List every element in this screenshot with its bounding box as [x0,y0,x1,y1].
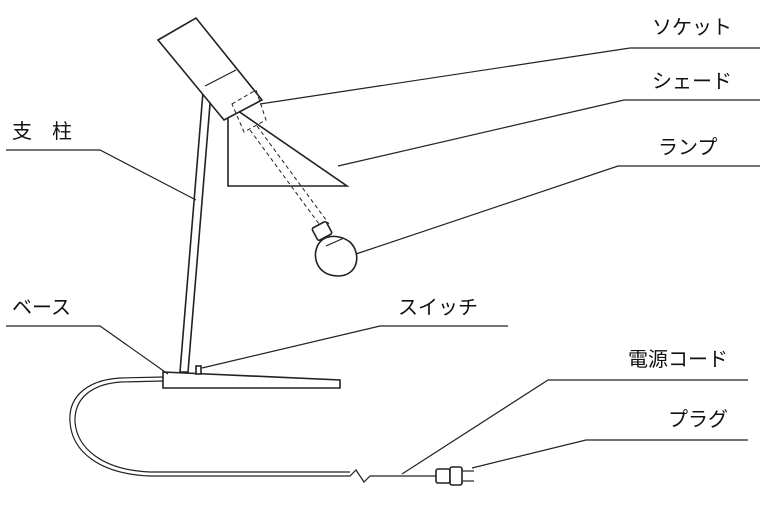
power-cord [69,376,438,483]
label-switch: スイッチ [398,295,478,319]
label-lamp: ランプ [658,135,717,159]
leader-switch [201,325,508,369]
label-power-cord: 電源コード [628,347,728,371]
leader-lines [6,47,760,475]
leader-lamp [355,165,760,255]
leader-pillar [6,149,197,201]
socket-head [156,16,264,122]
part-labels: ソケット シェード ランプ 支 柱 ベース スイッチ 電源コード プラグ [12,15,732,431]
label-socket: ソケット [652,15,732,39]
lamp-illustration [69,16,474,486]
pillar-body [179,91,212,373]
leader-base [6,325,169,375]
label-base: ベース [12,295,71,319]
shade-body [227,102,350,187]
label-plug: プラグ [668,407,728,431]
socket-hidden-outline [231,89,267,133]
base-body [162,371,341,389]
leader-socket [259,47,760,105]
switch-body [195,365,202,375]
plug-body [435,466,474,486]
lamp-bulb [311,220,358,277]
label-shade: シェード [652,69,732,93]
leader-plug [471,439,748,469]
leader-power-cord [401,379,748,475]
leader-shade [337,99,760,167]
label-pillar: 支 柱 [12,119,72,143]
